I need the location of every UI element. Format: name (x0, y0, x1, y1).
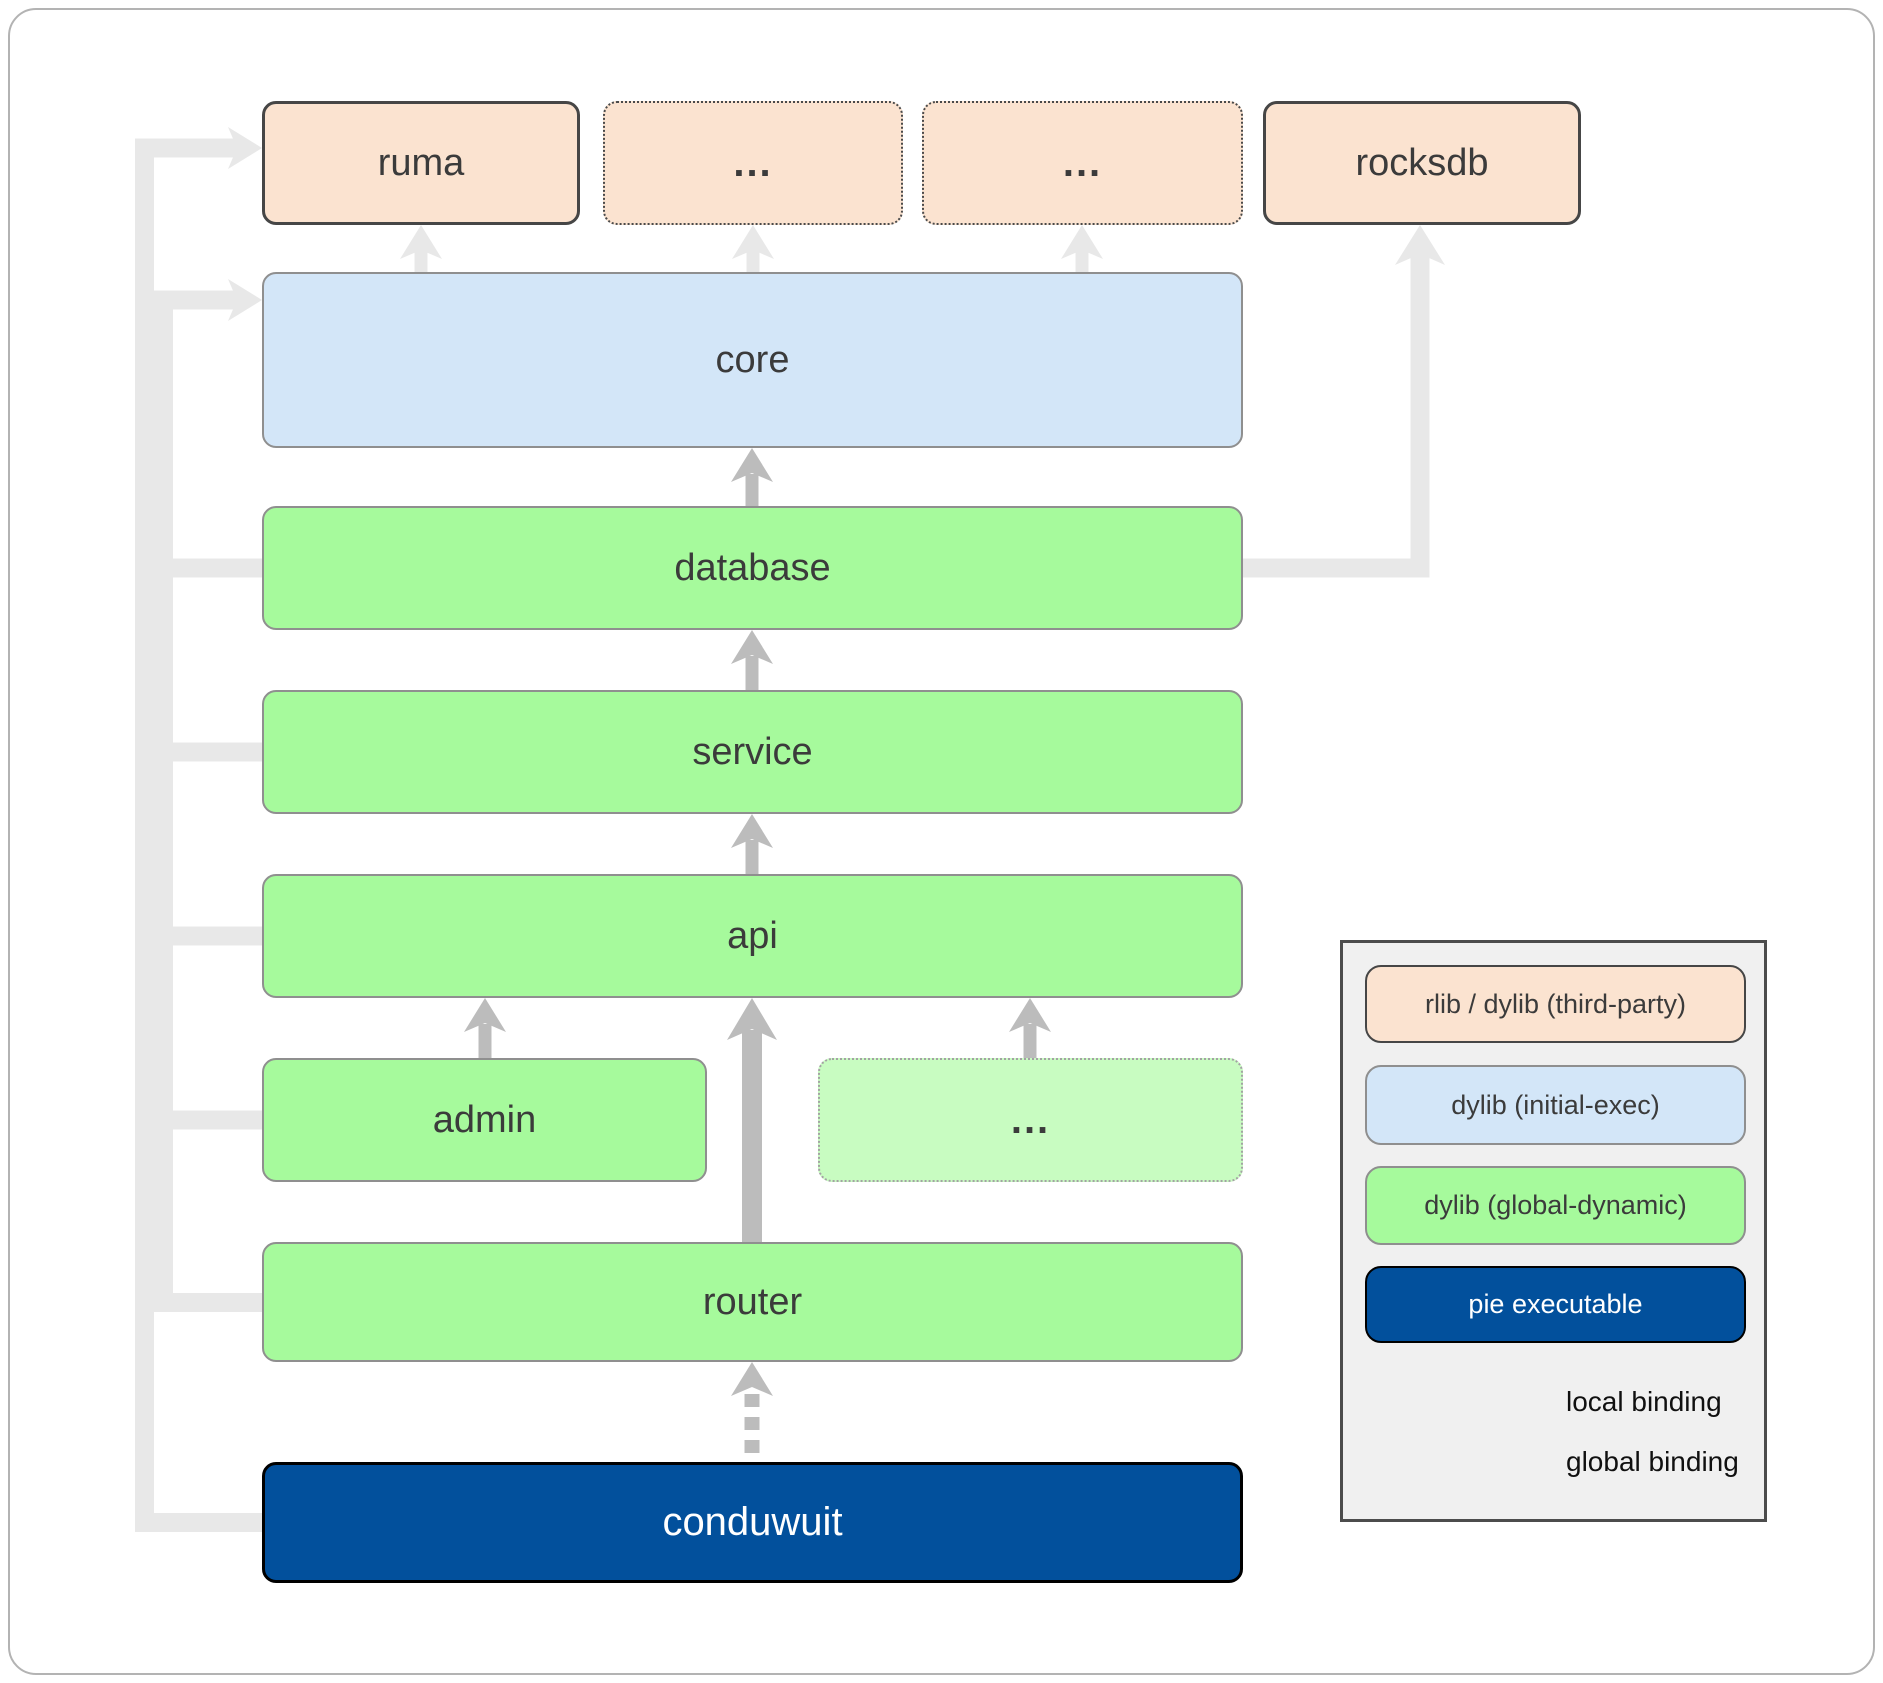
node-api-label: api (727, 914, 778, 957)
node-router: router (262, 1242, 1243, 1362)
node-dep1: ... (603, 101, 903, 225)
legend-item-third-party: rlib / dylib (third-party) (1365, 965, 1746, 1043)
legend-local-binding-label: local binding (1566, 1386, 1722, 1417)
legend-item-initial-exec-label: dylib (initial-exec) (1451, 1089, 1660, 1120)
legend-item-global-dynamic-label: dylib (global-dynamic) (1424, 1190, 1687, 1220)
edge-bus-to-core (154, 279, 262, 1312)
node-core: core (262, 272, 1243, 448)
node-database: database (262, 506, 1243, 630)
node-ruma: ruma (262, 101, 580, 225)
legend: rlib / dylib (third-party) dylib (initia… (1340, 940, 1767, 1522)
node-core-label: core (715, 338, 790, 381)
node-conduwuit: conduwuit (262, 1462, 1243, 1583)
node-rocksdb: rocksdb (1263, 101, 1581, 225)
node-rocksdb-label: rocksdb (1355, 141, 1489, 184)
legend-item-initial-exec: dylib (initial-exec) (1365, 1065, 1746, 1145)
node-service: service (262, 690, 1243, 814)
node-admin-label: admin (432, 1098, 537, 1141)
edge-core-to-dep1 (732, 225, 774, 273)
edge-api-to-service (731, 814, 773, 875)
legend-global-binding-label: global binding (1566, 1446, 1739, 1477)
edge-database-to-core (731, 448, 773, 507)
edge-conduwuit-to-router (731, 1362, 773, 1463)
node-database-label: database (674, 546, 831, 589)
node-admin: admin (262, 1058, 707, 1182)
edge-database-to-rocksdb (1243, 225, 1445, 578)
edge-bus-to-ruma (135, 127, 262, 1532)
edge-router-to-api (727, 998, 777, 1243)
edge-bus-stubs (154, 558, 262, 1130)
legend-item-global-dynamic: dylib (global-dynamic) (1365, 1166, 1746, 1245)
node-conduwuit-label: conduwuit (662, 1500, 843, 1544)
edge-apimore-to-api (1009, 998, 1051, 1059)
node-router-label: router (702, 1280, 803, 1323)
edge-admin-to-api (464, 998, 506, 1059)
edge-core-to-ruma (400, 225, 442, 273)
legend-item-pie-executable-label: pie executable (1468, 1289, 1643, 1319)
node-api-more: ... (818, 1058, 1243, 1182)
node-service-label: service (692, 730, 813, 773)
node-api: api (262, 874, 1243, 998)
node-dep2: ... (922, 101, 1243, 225)
edge-service-to-database (731, 630, 773, 691)
node-api-more-label: ... (1010, 1097, 1051, 1142)
legend-item-pie-executable: pie executable (1365, 1266, 1746, 1343)
edge-core-to-dep2 (1061, 225, 1103, 273)
node-dep2-label: ... (1062, 140, 1103, 185)
legend-item-third-party-label: rlib / dylib (third-party) (1424, 988, 1687, 1019)
page-border (8, 8, 1875, 1675)
node-dep1-label: ... (733, 140, 773, 185)
node-ruma-label: ruma (377, 141, 465, 184)
